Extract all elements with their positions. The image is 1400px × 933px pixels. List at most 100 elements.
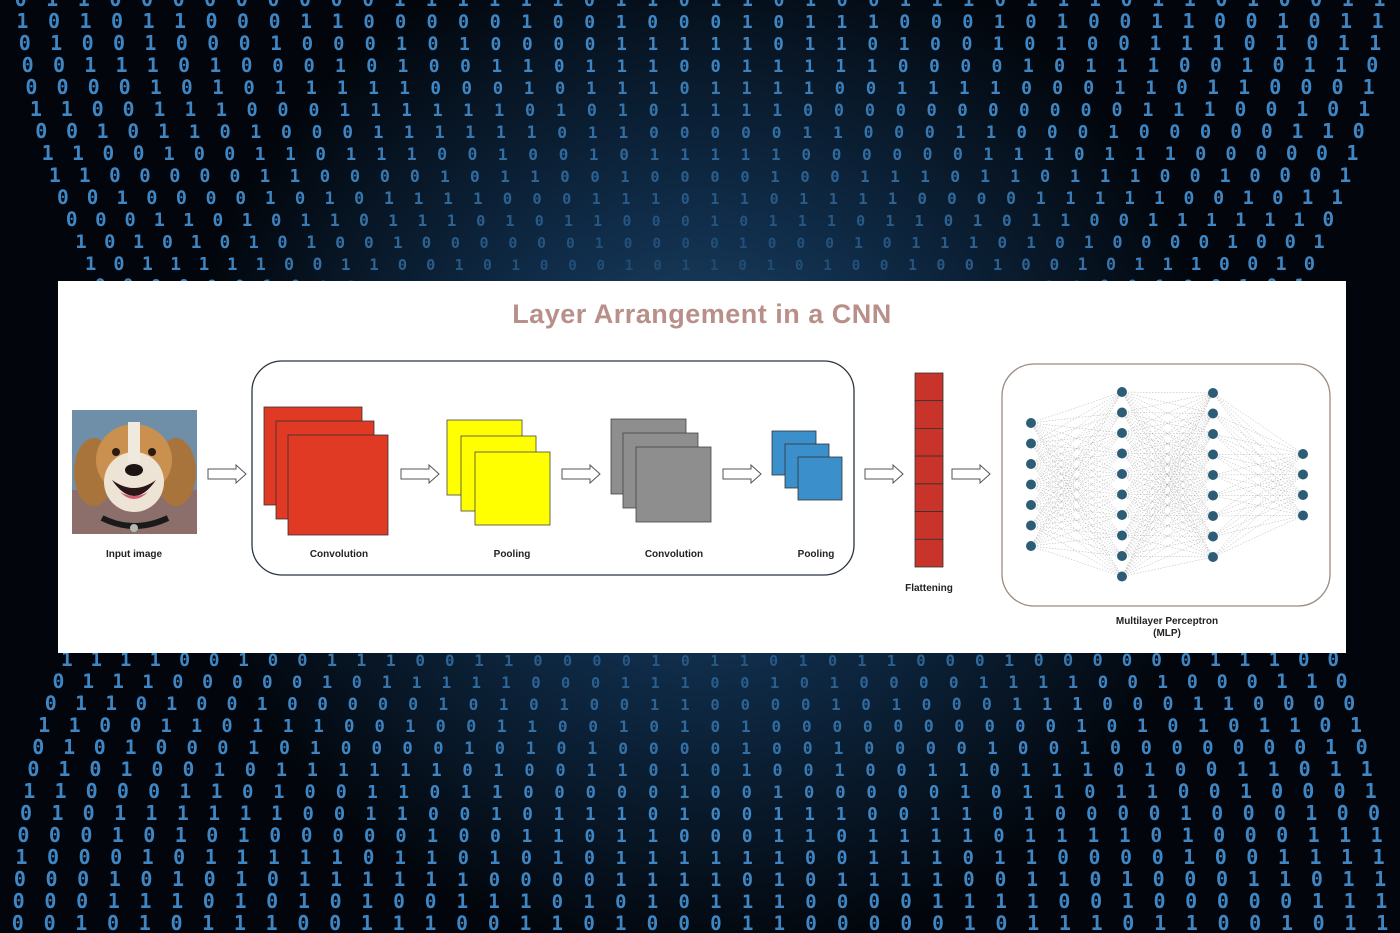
- binary-digit: 0: [1214, 9, 1226, 33]
- binary-digit: 0: [1049, 255, 1059, 274]
- binary-digit: 1: [621, 674, 630, 692]
- binary-digit: 1: [742, 848, 753, 869]
- binary-digit: 1: [680, 761, 690, 780]
- binary-digit: 0: [953, 145, 963, 164]
- binary-digit: 0: [1285, 232, 1296, 253]
- binary-digit: 0: [1019, 101, 1030, 121]
- binary-digit: 1: [199, 255, 210, 275]
- binary-digit: 0: [836, 826, 847, 847]
- binary-digit: 0: [597, 258, 606, 274]
- binary-digit: 1: [459, 34, 470, 55]
- binary-digit: 0: [1179, 54, 1191, 77]
- binary-digit: 0: [864, 123, 874, 142]
- label-pooling-1: Pooling: [493, 549, 531, 560]
- binary-digit: 0: [622, 652, 631, 670]
- binary-digit: 0: [771, 717, 781, 736]
- binary-digit: 0: [681, 213, 690, 230]
- binary-digit: 1: [370, 101, 381, 121]
- binary-digit: 1: [42, 141, 54, 165]
- binary-digit: 1: [493, 761, 503, 781]
- binary-digit: 1: [394, 868, 406, 891]
- binary-digit: 1: [1114, 78, 1125, 99]
- binary-digit: 0: [867, 34, 878, 55]
- binary-digit: 1: [1026, 233, 1036, 252]
- binary-digit: 1: [75, 911, 87, 933]
- binary-digit: 0: [880, 257, 889, 274]
- binary-digit: 0: [711, 761, 721, 780]
- binary-digit: 1: [837, 870, 848, 891]
- mlp-edge: [1030, 473, 1123, 547]
- binary-digit: 1: [368, 78, 379, 99]
- binary-digit: 1: [54, 779, 66, 803]
- binary-digit: 1: [960, 782, 971, 803]
- binary-digit: 0: [113, 254, 124, 275]
- binary-digit: 0: [947, 189, 957, 208]
- binary-digit: 1: [742, 35, 753, 55]
- binary-digit: 1: [710, 145, 719, 164]
- binary-digit: 0: [1084, 782, 1095, 803]
- mlp-edge: [1030, 391, 1123, 506]
- binary-digit: 0: [804, 783, 814, 803]
- binary-digit: 0: [895, 738, 905, 758]
- binary-digit: 1: [930, 826, 941, 847]
- binary-digit: 0: [488, 912, 500, 933]
- binary-digit: 1: [1070, 167, 1080, 187]
- binary-digit: 0: [710, 123, 720, 142]
- mlp-neuron-layer-1: [1026, 479, 1036, 490]
- binary-digit: 0: [342, 123, 353, 143]
- binary-digit: 0: [176, 31, 188, 55]
- binary-digit: 0: [992, 804, 1003, 825]
- binary-digit: 0: [899, 12, 910, 33]
- binary-digit: 1: [710, 0, 721, 11]
- binary-digit: 0: [156, 736, 168, 759]
- diagram-panel: Layer Arrangement in a CNN: [58, 281, 1346, 653]
- mlp-edge: [1030, 545, 1123, 557]
- mlp-edge: [1030, 391, 1123, 444]
- binary-digit: 1: [995, 890, 1007, 913]
- binary-digit: 0: [239, 32, 251, 55]
- binary-digit: 0: [176, 188, 187, 209]
- binary-digit: 0: [1313, 911, 1325, 933]
- binary-digit: 1: [831, 695, 841, 714]
- pool1-feature-maps: [446, 419, 551, 526]
- mlp-neuron-layer-3: [1208, 449, 1218, 460]
- binary-digit: 0: [837, 912, 849, 933]
- binary-digit: 0: [162, 232, 173, 253]
- binary-digit: 0: [741, 696, 750, 714]
- binary-digit: 1: [805, 35, 816, 55]
- binary-digit: 0: [277, 232, 287, 252]
- binary-digit: 0: [333, 34, 344, 55]
- binary-digit: 1: [625, 258, 633, 274]
- binary-digit: 0: [1088, 10, 1100, 33]
- binary-digit: 0: [460, 804, 471, 825]
- binary-digit: 1: [1008, 673, 1018, 692]
- binary-digit: 1: [1342, 867, 1354, 891]
- binary-digit: 1: [185, 98, 197, 121]
- binary-digit: 1: [15, 845, 27, 869]
- binary-digit: 0: [364, 826, 375, 847]
- binary-digit: 0: [179, 650, 190, 671]
- binary-digit: 1: [1306, 670, 1318, 693]
- binary-digit: 1: [306, 233, 316, 252]
- binary-digit: 0: [490, 826, 501, 847]
- binary-digit: 1: [1374, 867, 1386, 891]
- binary-digit: 0: [555, 79, 565, 99]
- binary-digit: 0: [1025, 11, 1036, 33]
- binary-digit: 1: [1060, 211, 1070, 230]
- binary-digit: 0: [801, 145, 811, 164]
- binary-digit: 0: [1336, 670, 1348, 693]
- binary-digit: 1: [1238, 76, 1250, 99]
- binary-digit: 1: [1342, 0, 1354, 11]
- mlp-edge: [1030, 545, 1123, 577]
- mlp-edge: [1121, 453, 1214, 537]
- binary-digit: 1: [804, 805, 815, 825]
- binary-digit: 1: [767, 258, 775, 274]
- binary-digit: 0: [456, 912, 468, 933]
- binary-digit: 1: [617, 78, 627, 98]
- binary-digit: 0: [1331, 75, 1343, 99]
- binary-digit: 1: [1026, 0, 1038, 11]
- binary-digit: 0: [963, 848, 974, 869]
- mlp-edge: [1121, 412, 1214, 435]
- binary-digit: 1: [833, 123, 843, 142]
- binary-digit: 1: [494, 100, 504, 120]
